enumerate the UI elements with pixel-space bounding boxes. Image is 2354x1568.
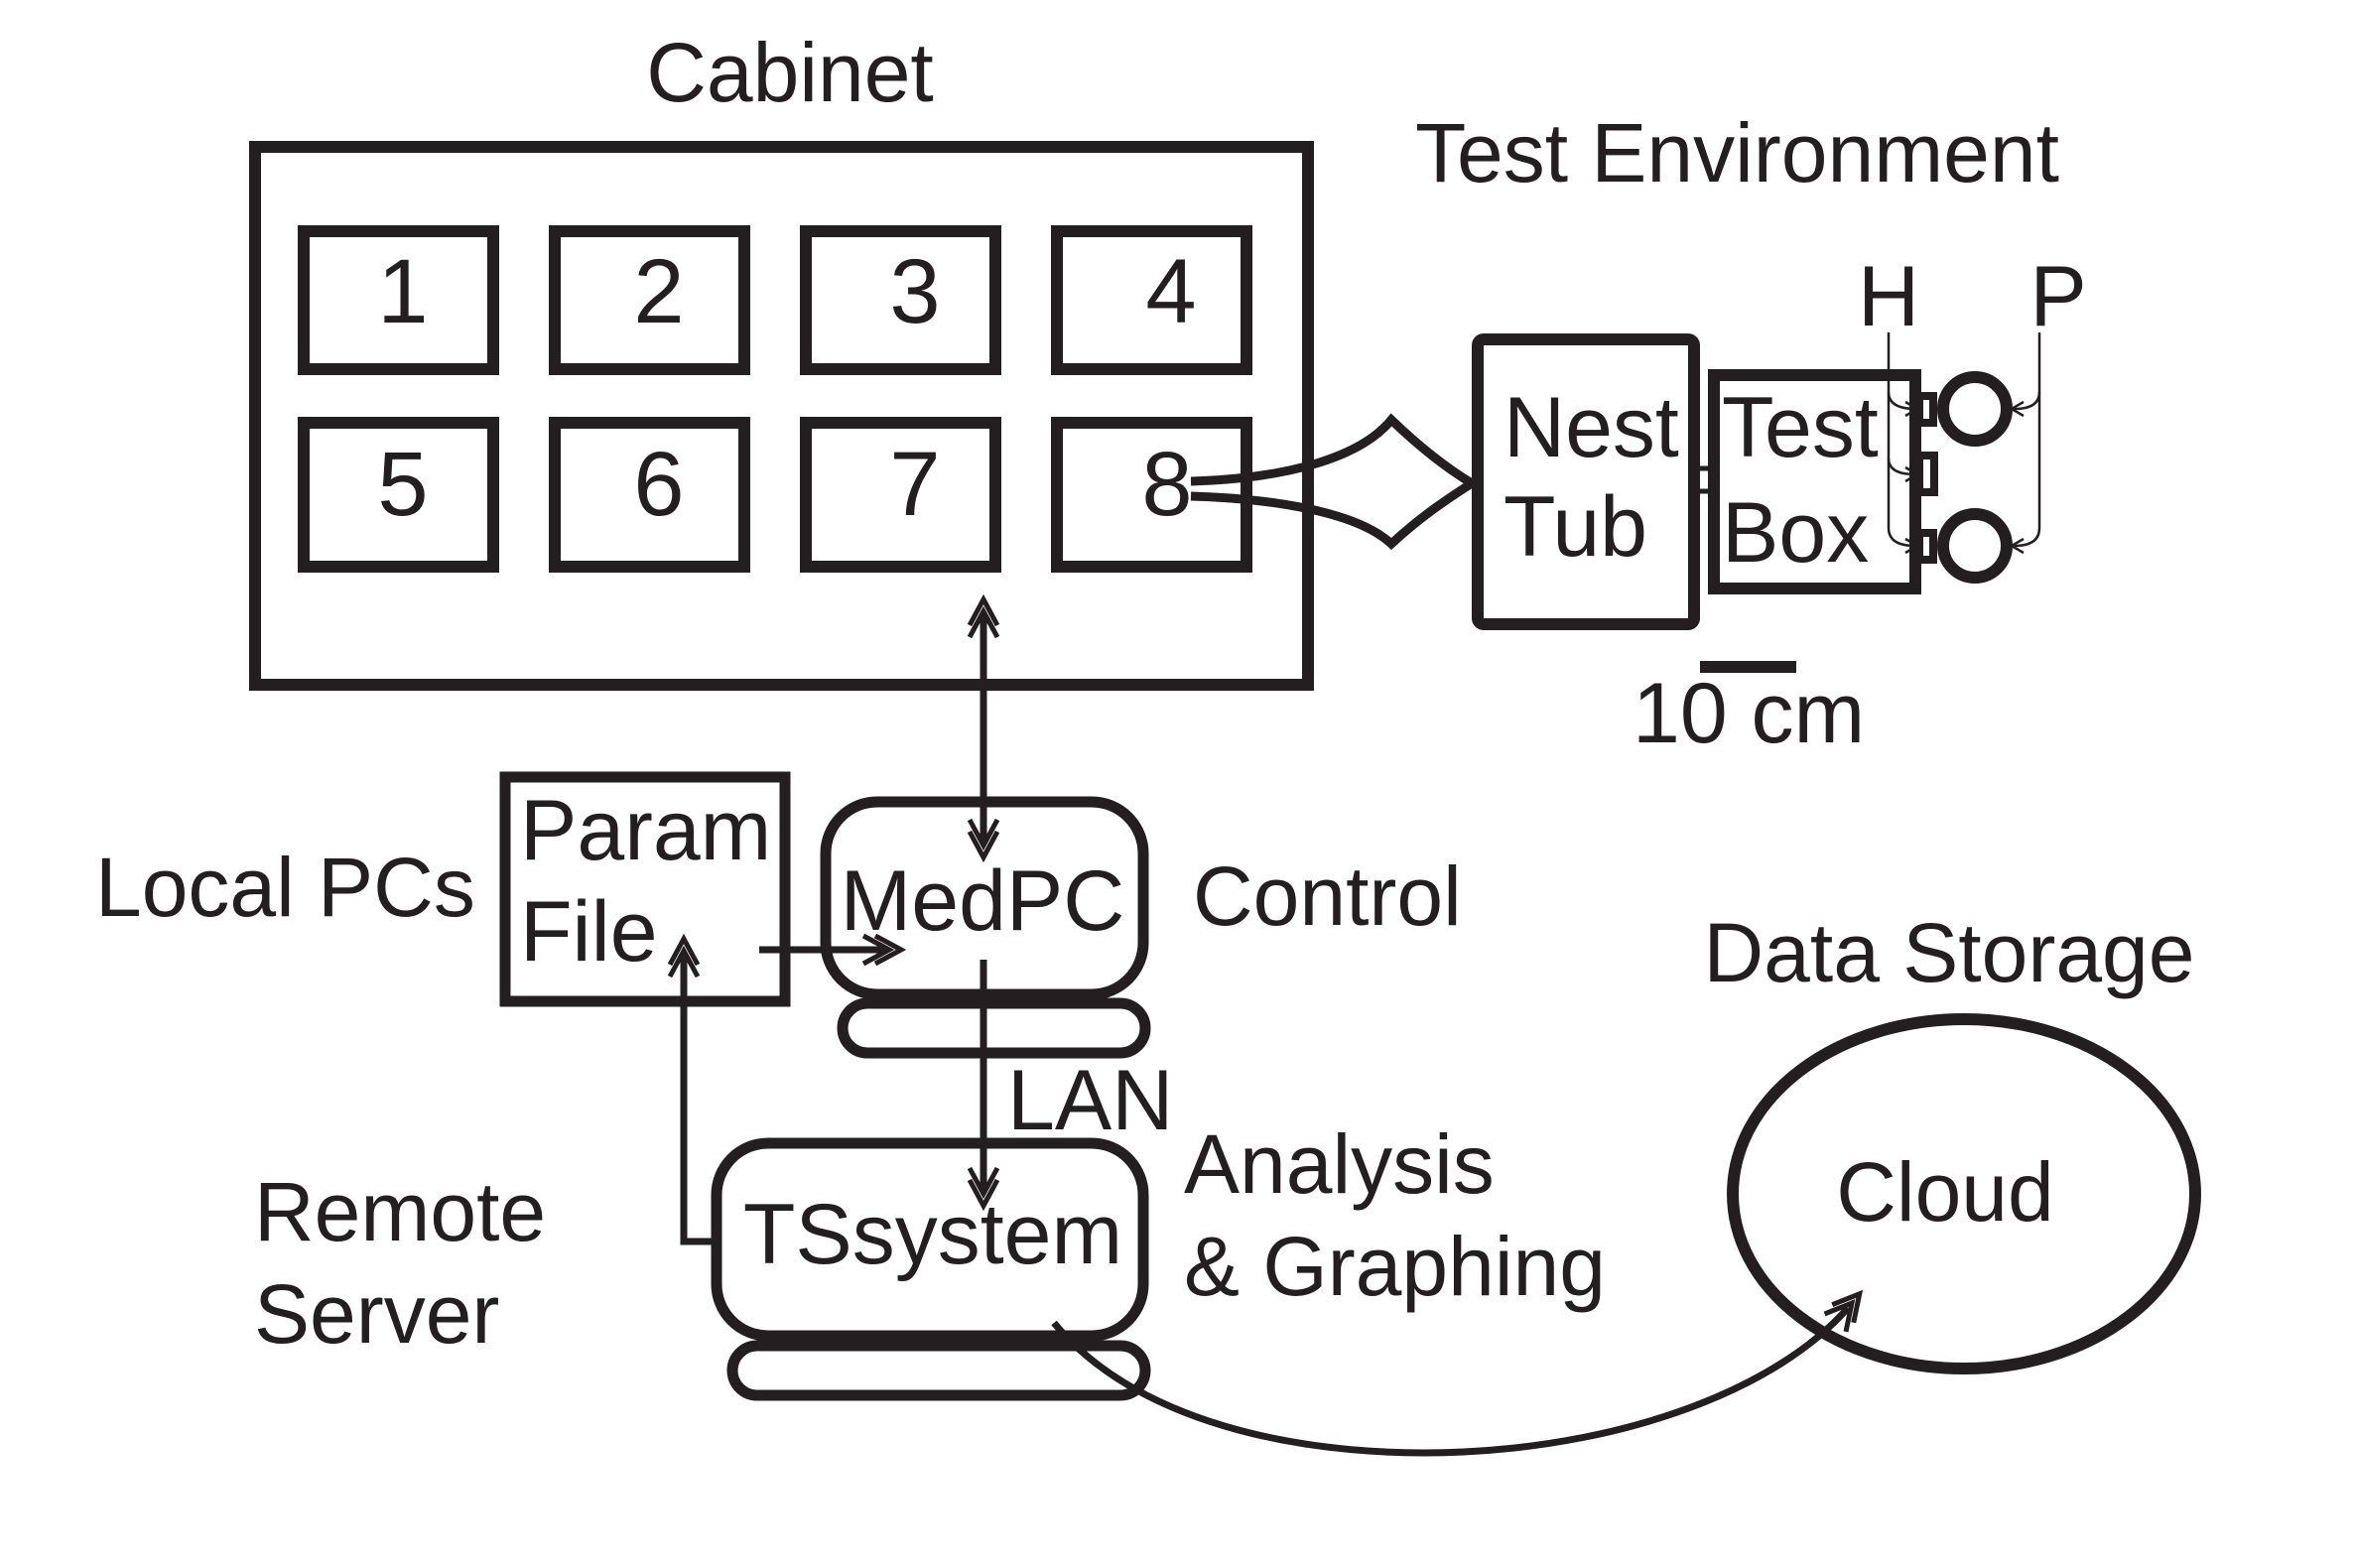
tssystem-computer[interactable] [711, 1137, 1149, 1342]
slot-1-label: 1 [377, 241, 428, 342]
tssystem-base [726, 1340, 1151, 1401]
slot-8-label: 8 [1141, 434, 1192, 535]
slot-1[interactable] [298, 225, 499, 375]
lan-label: LAN [1007, 1053, 1173, 1148]
cabinet-frame [249, 141, 1314, 691]
slot-6[interactable] [549, 417, 750, 573]
port-upper [1915, 392, 1937, 427]
test-box-label-line2: Box [1722, 485, 1869, 581]
nest-tub-box[interactable] [1472, 333, 1700, 630]
param-file-label-line2: File [520, 884, 658, 980]
test-box-label-line1: Test [1722, 380, 1879, 475]
medpc-label: MedPC [841, 853, 1125, 949]
test-environment-title: Test Environment [1415, 106, 2059, 199]
cloud-label: Cloud [1836, 1145, 2053, 1239]
local-pcs-label: Local PCs [95, 841, 475, 934]
slot-7[interactable] [800, 417, 1001, 573]
control-label: Control [1193, 849, 1462, 943]
remote-server-label-line2: Server [254, 1267, 499, 1361]
nest-tub-label-line2: Tub [1504, 479, 1647, 575]
slot-8[interactable] [1051, 417, 1252, 573]
p-signal-lines [2010, 332, 2041, 555]
input-p-label: P [2029, 249, 2086, 344]
slot-3[interactable] [800, 225, 1001, 375]
nose-poke-upper-icon [1937, 371, 2013, 447]
cabinet-slots: 1 2 3 4 5 6 7 8 [298, 225, 1252, 573]
remote-server-label-line1: Remote [254, 1165, 546, 1258]
slot8-cable [1190, 413, 1475, 551]
tssystem-to-param-link [670, 939, 712, 1245]
analysis-label-line2: & Graphing [1184, 1220, 1606, 1313]
data-storage-title: Data Storage [1704, 906, 2195, 999]
param-file-box[interactable] [499, 771, 791, 1007]
h-signal-lines [1887, 332, 1919, 555]
cabinet-title: Cabinet [646, 26, 934, 119]
param-to-medpc-link [759, 936, 901, 964]
slot-3-label: 3 [889, 241, 940, 342]
param-file-label-line1: Param [520, 783, 771, 878]
slot-7-label: 7 [889, 434, 940, 535]
analysis-label-line1: Analysis [1184, 1117, 1495, 1211]
slot-6-label: 6 [633, 434, 684, 535]
nose-poke-lower-icon [1937, 508, 2013, 584]
slot-2[interactable] [549, 225, 750, 375]
cloud-storage[interactable] [1727, 1013, 2201, 1374]
tssystem-to-cloud-link [1051, 1285, 1870, 1457]
input-h-label: H [1858, 249, 1919, 344]
tssystem-label: TSsystem [743, 1187, 1122, 1282]
slot-5-label: 5 [377, 434, 428, 535]
slot-5[interactable] [298, 417, 499, 573]
scale-bar-label: 10 cm [1633, 666, 1865, 761]
cabinet-medpc-link [970, 599, 997, 857]
slot-4-label: 4 [1145, 241, 1196, 342]
test-box-ports [1915, 371, 2013, 584]
port-lower [1915, 529, 1937, 564]
nest-tub-label-line1: Nest [1504, 380, 1679, 475]
slot-2-label: 2 [633, 241, 684, 342]
medpc-base [837, 997, 1151, 1059]
lan-link [970, 960, 997, 1206]
port-middle [1915, 452, 1938, 496]
slot-4[interactable] [1051, 225, 1252, 375]
